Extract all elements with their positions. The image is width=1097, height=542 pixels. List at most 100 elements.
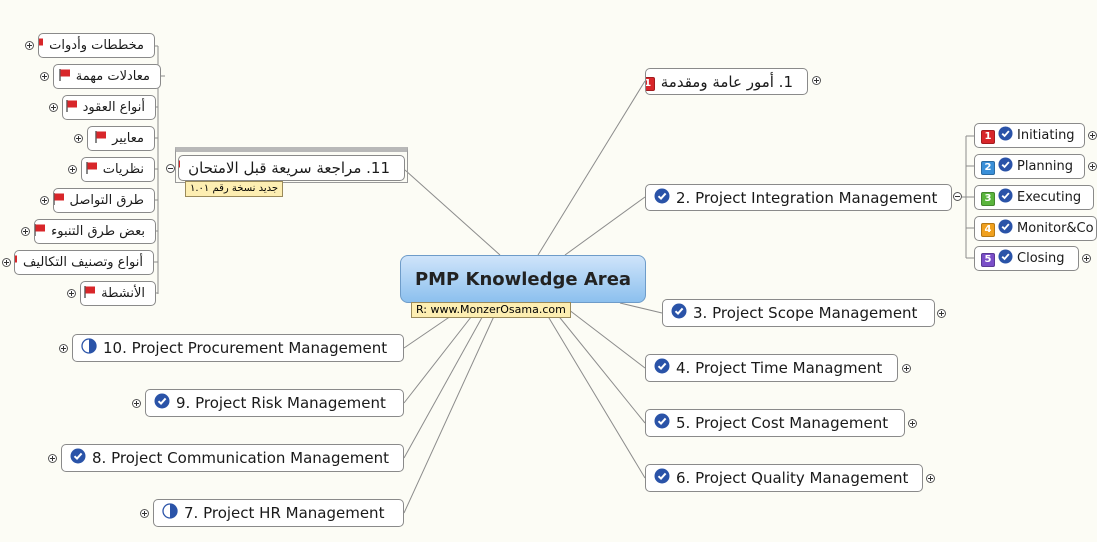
expand-icon[interactable] <box>812 76 821 85</box>
expand-icon[interactable] <box>926 474 935 483</box>
flag-icon <box>39 37 45 55</box>
subtopic-label: معادلات مهمة <box>75 69 150 84</box>
check-icon <box>70 448 86 468</box>
expand-icon[interactable] <box>74 134 83 143</box>
flag-icon <box>15 254 19 272</box>
subtopic-label: طرق التواصل <box>69 193 144 208</box>
subtopic-activities[interactable]: الأنشطة <box>80 281 156 306</box>
topic-label: 5. Project Cost Management <box>676 414 889 432</box>
expand-icon[interactable] <box>2 258 11 267</box>
check-icon <box>998 219 1013 238</box>
expand-icon[interactable] <box>67 289 76 298</box>
topic-time-management[interactable]: 4. Project Time Managment <box>645 354 898 382</box>
flag-icon <box>85 161 99 179</box>
subtopic-charts-tools[interactable]: مخططات وأدوات <box>38 33 155 58</box>
check-icon <box>998 157 1013 176</box>
subtopic-monitor-control[interactable]: 4 Monitor&Co <box>974 216 1097 241</box>
subtopic-label: بعض طرق التنبوء <box>51 224 145 239</box>
subtopic-label: أنواع وتصنيف التكاليف <box>22 255 143 270</box>
check-icon <box>654 358 670 378</box>
topic-cost-management[interactable]: 5. Project Cost Management <box>645 409 905 437</box>
priority-5-icon: 5 <box>981 251 995 267</box>
check-icon <box>998 249 1013 268</box>
priority-3-icon: 3 <box>981 190 995 206</box>
subtopic-standards[interactable]: معايير <box>87 126 155 151</box>
expand-icon[interactable] <box>40 196 49 205</box>
collapse-icon[interactable] <box>953 192 962 201</box>
expand-icon[interactable] <box>902 364 911 373</box>
flag-icon <box>35 223 47 241</box>
subtopic-executing[interactable]: 3 Executing <box>974 185 1094 210</box>
topic-label: 3. Project Scope Management <box>693 304 918 322</box>
expand-icon[interactable] <box>908 419 917 428</box>
topic-label: 10. Project Procurement Management <box>103 339 388 357</box>
topic-procurement-management[interactable]: 10. Project Procurement Management <box>72 334 404 362</box>
subtopic-planning[interactable]: 2 Planning <box>974 154 1085 179</box>
topic-hr-management[interactable]: 7. Project HR Management <box>153 499 404 527</box>
check-icon <box>998 126 1013 145</box>
subtopic-initiating[interactable]: 1 Initiating <box>974 123 1085 148</box>
flag-icon <box>94 130 108 148</box>
expand-icon[interactable] <box>140 509 149 518</box>
central-topic-note: R: www.MonzerOsama.com <box>411 302 571 318</box>
topic-label: 2. Project Integration Management <box>676 188 938 207</box>
flag-icon <box>83 285 97 303</box>
half-circle-icon <box>162 503 178 523</box>
expand-icon[interactable] <box>21 227 30 236</box>
topic-communication-management[interactable]: 8. Project Communication Management <box>61 444 404 472</box>
expand-icon[interactable] <box>59 344 68 353</box>
subtopic-communication-methods[interactable]: طرق التواصل <box>53 188 155 213</box>
expand-icon[interactable] <box>48 454 57 463</box>
priority-1-icon: 1 <box>646 72 655 91</box>
expand-icon[interactable] <box>1088 131 1097 140</box>
priority-4-icon: 4 <box>981 221 995 237</box>
selection-frame <box>175 147 408 183</box>
check-icon <box>154 393 170 413</box>
topic-label: 9. Project Risk Management <box>176 394 386 412</box>
topic-scope-management[interactable]: 3. Project Scope Management <box>662 299 935 327</box>
expand-icon[interactable] <box>937 309 946 318</box>
expand-icon[interactable] <box>49 103 58 112</box>
topic-label: 7. Project HR Management <box>184 504 385 522</box>
topic-label: 11. مراجعة سريعة قبل الامتحان <box>188 159 390 177</box>
check-icon <box>654 188 670 208</box>
subtopic-theories[interactable]: نظريات <box>81 157 155 182</box>
collapse-icon[interactable] <box>166 164 175 173</box>
topic-label: 8. Project Communication Management <box>92 449 389 467</box>
subtopic-label: Initiating <box>1017 128 1075 143</box>
expand-icon[interactable] <box>25 41 34 50</box>
topic-quick-review[interactable]: 11. مراجعة سريعة قبل الامتحان <box>178 155 405 181</box>
subtopic-cost-types[interactable]: أنواع وتصنيف التكاليف <box>14 250 154 275</box>
expand-icon[interactable] <box>40 72 49 81</box>
topic-label: 1. أمور عامة ومقدمة <box>660 72 793 91</box>
check-icon <box>671 303 687 323</box>
subtopic-forecasting-methods[interactable]: بعض طرق التنبوء <box>34 219 156 244</box>
subtopic-label: نظريات <box>102 162 144 177</box>
expand-icon[interactable] <box>1088 162 1097 171</box>
expand-icon[interactable] <box>132 399 141 408</box>
topic-label: 6. Project Quality Management <box>676 469 909 487</box>
central-topic-title: PMP Knowledge Area <box>414 268 632 290</box>
priority-2-icon: 2 <box>981 159 995 175</box>
subtopic-label: Closing <box>1017 251 1065 266</box>
check-icon <box>998 188 1013 207</box>
flag-icon <box>54 192 66 210</box>
topic-note: جديد نسخة رقم ١.٠١ <box>185 181 284 197</box>
central-topic[interactable]: PMP Knowledge Area <box>400 255 646 303</box>
topic-quality-management[interactable]: 6. Project Quality Management <box>645 464 923 492</box>
flag-icon <box>58 68 72 86</box>
subtopic-label: أنواع العقود <box>82 100 145 115</box>
topic-integration-management[interactable]: 2. Project Integration Management <box>645 184 952 211</box>
subtopic-label: Monitor&Co <box>1017 221 1094 236</box>
subtopic-closing[interactable]: 5 Closing <box>974 246 1079 271</box>
check-icon <box>654 468 670 488</box>
topic-risk-management[interactable]: 9. Project Risk Management <box>145 389 404 417</box>
subtopic-contract-types[interactable]: أنواع العقود <box>62 95 156 120</box>
subtopic-label: الأنشطة <box>101 286 145 301</box>
topic-general-intro[interactable]: 1. أمور عامة ومقدمة 1 <box>645 68 808 95</box>
expand-icon[interactable] <box>68 165 77 174</box>
subtopic-label: Planning <box>1017 159 1073 174</box>
expand-icon[interactable] <box>1082 254 1091 263</box>
subtopic-important-equations[interactable]: معادلات مهمة <box>53 64 161 89</box>
